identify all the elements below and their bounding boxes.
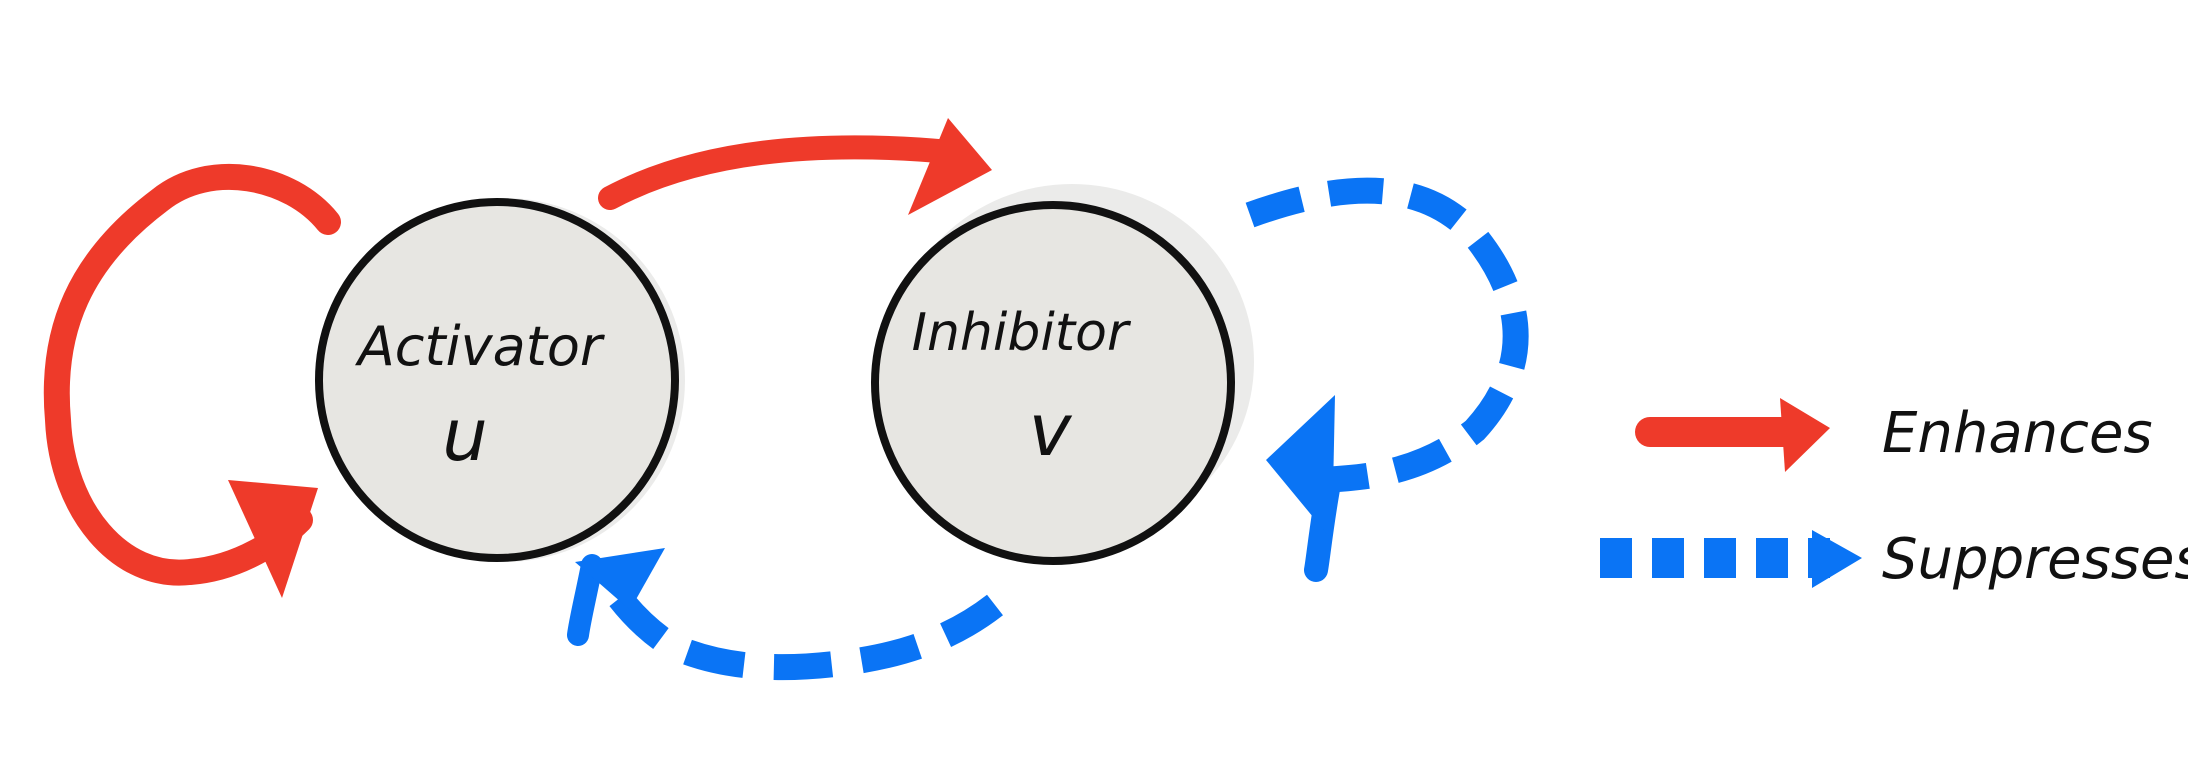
node-inhibitor-name: Inhibitor <box>912 303 1132 363</box>
node-inhibitor: Inhibitor v <box>871 201 1235 565</box>
legend-suppresses-label: Suppresses <box>1882 527 2188 592</box>
legend: Enhances Suppresses <box>1600 398 2188 592</box>
arrowhead-inhibitor-to-activator <box>575 548 665 610</box>
arrowhead-activator-self <box>228 480 318 598</box>
node-activator: Activator u <box>315 198 679 562</box>
edge-activator-to-inhibitor-enhance <box>598 135 962 210</box>
legend-enhances-arrowhead <box>1780 398 1830 472</box>
node-inhibitor-symbol: v <box>1029 388 1073 472</box>
node-activator-circle <box>315 198 679 562</box>
edge-inhibitor-to-activator-lead <box>567 554 603 646</box>
arrowhead-inhibitor-self <box>1266 395 1335 540</box>
edge-inhibitor-self-suppress <box>1245 177 1529 493</box>
node-inhibitor-circle <box>871 201 1235 565</box>
edge-inhibitor-to-activator-suppress <box>604 584 1003 681</box>
edge-activator-self-enhance <box>43 163 341 586</box>
arrowhead-activator-to-inhibitor <box>908 118 992 215</box>
node-activator-symbol: u <box>442 393 488 477</box>
node-activator-name: Activator <box>355 315 605 378</box>
legend-enhances-label: Enhances <box>1882 401 2153 466</box>
legend-suppresses: Suppresses <box>1600 527 2188 592</box>
legend-suppresses-arrowhead <box>1812 530 1862 588</box>
legend-enhances: Enhances <box>1635 398 2153 472</box>
